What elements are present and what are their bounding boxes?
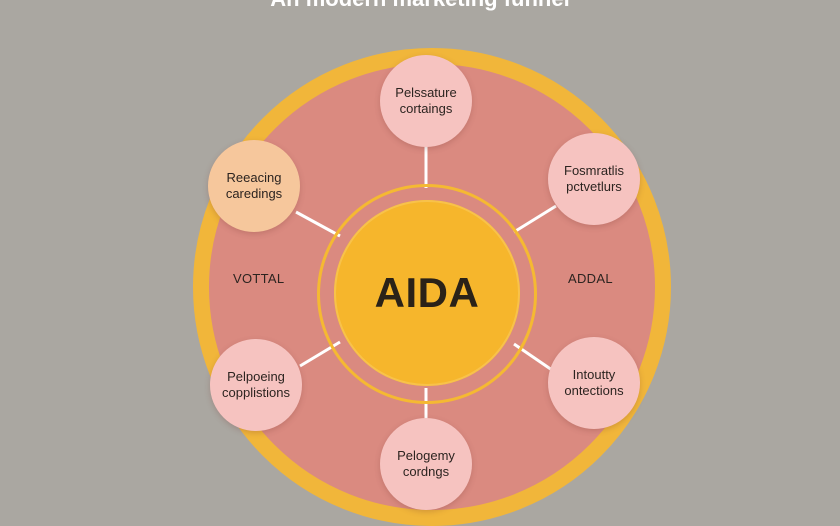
node-lower-right-line2: ontections: [564, 383, 624, 398]
node-upper-right-line2: pctvetlurs: [566, 179, 622, 194]
node-lower-left: Pelpoeing copplistions: [210, 339, 302, 431]
node-upper-right: Fosmratlis pctvetlurs: [548, 133, 640, 225]
node-top: Pelssature cortaings: [380, 55, 472, 147]
page-title: An modern marketing funnel: [0, 0, 840, 12]
side-label-right: ADDAL: [568, 271, 613, 286]
node-lower-right: Intoutty ontections: [548, 337, 640, 429]
node-lower-left-line2: copplistions: [222, 385, 290, 400]
center-label: AIDA: [374, 269, 480, 316]
connector-upper-left: [295, 210, 341, 238]
hub-outline: [317, 184, 537, 404]
node-bottom-line2: cordngs: [402, 464, 450, 479]
node-upper-left-line1: Reeacing: [226, 170, 282, 185]
side-label-left: VOTTAL: [233, 271, 285, 286]
node-lower-left-line1: Pelpoeing: [227, 369, 285, 384]
center-hub: AIDA: [334, 200, 520, 386]
node-upper-left-line2: caredings: [225, 186, 283, 201]
node-upper-left: Reeacing caredings: [208, 140, 300, 232]
node-top-line2: cortaings: [399, 101, 453, 116]
node-lower-right-line1: Intoutty: [572, 367, 616, 382]
connector-upper-right: [513, 204, 557, 234]
node-upper-right-line1: Fosmratlis: [564, 163, 624, 178]
node-top-line1: Pelssature: [395, 85, 457, 100]
node-bottom-line1: Pelogemy: [397, 448, 455, 463]
node-bottom: Pelogemy cordngs: [380, 418, 472, 510]
